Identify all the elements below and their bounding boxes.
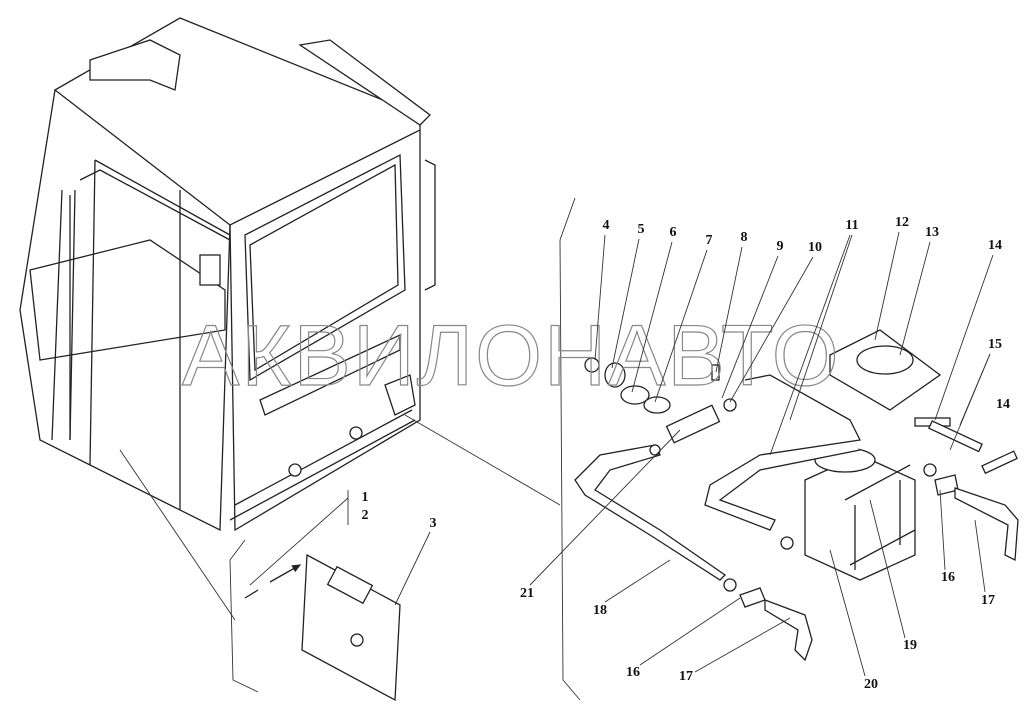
callout-1: 1 [362,490,369,505]
leader-line-11 [789,234,853,421]
cover-plate [244,553,401,702]
leader-line-7 [654,249,708,403]
leader-line-9 [721,255,779,399]
leader-line-11 [769,234,851,456]
leader-line-14 [934,254,994,421]
callout-18: 18 [593,603,607,618]
leader-line-5 [611,238,640,369]
callout-13: 13 [925,225,939,240]
callout-21: 21 [520,586,534,601]
leader-line-20 [829,549,866,677]
leader-line-10 [729,256,814,403]
callout-20: 20 [864,677,878,692]
heater-assembly [574,329,1019,662]
leader-line-17 [974,519,986,593]
callout-8: 8 [741,230,748,245]
callout-11: 11 [845,218,858,233]
callout-15: 15 [988,337,1002,352]
callout-3: 3 [430,516,437,531]
leader-line-16 [939,489,946,571]
callout-17: 17 [981,593,995,608]
callout-12: 12 [895,215,909,230]
callout-17: 17 [679,669,693,684]
callout-14: 14 [988,238,1002,253]
leader-line-13 [899,241,931,356]
callout-10: 10 [808,240,822,255]
leader-line-19 [869,499,906,639]
callout-6: 6 [670,225,677,240]
leader-line [119,449,236,621]
leader-line-6 [631,241,673,393]
group-bracket-left [229,539,259,693]
callout-14: 14 [996,397,1010,412]
leader-line-1 [249,497,349,586]
leader-line [404,414,561,506]
leader-line-16 [639,597,741,666]
leader-line-21 [529,429,681,586]
leader-line-12 [874,231,900,341]
cab-assembly [19,17,436,532]
callout-7: 7 [706,233,713,248]
leader-line-4 [594,234,606,361]
callout-5: 5 [638,222,645,237]
leader-line-15 [949,353,991,451]
leader-line-17 [694,617,791,673]
callout-4: 4 [603,218,610,233]
callout-19: 19 [903,638,917,653]
callout-2: 2 [362,508,369,523]
callout-16: 16 [941,570,955,585]
leader-line-18 [604,559,671,603]
callout-9: 9 [777,239,784,254]
group-bracket [559,197,581,701]
leader-line-8 [715,246,743,373]
leader-lines [119,231,994,677]
watermark: АКВИЛОНАВТО [182,308,841,404]
leader-line-3 [394,531,431,606]
callout-16: 16 [626,665,640,680]
